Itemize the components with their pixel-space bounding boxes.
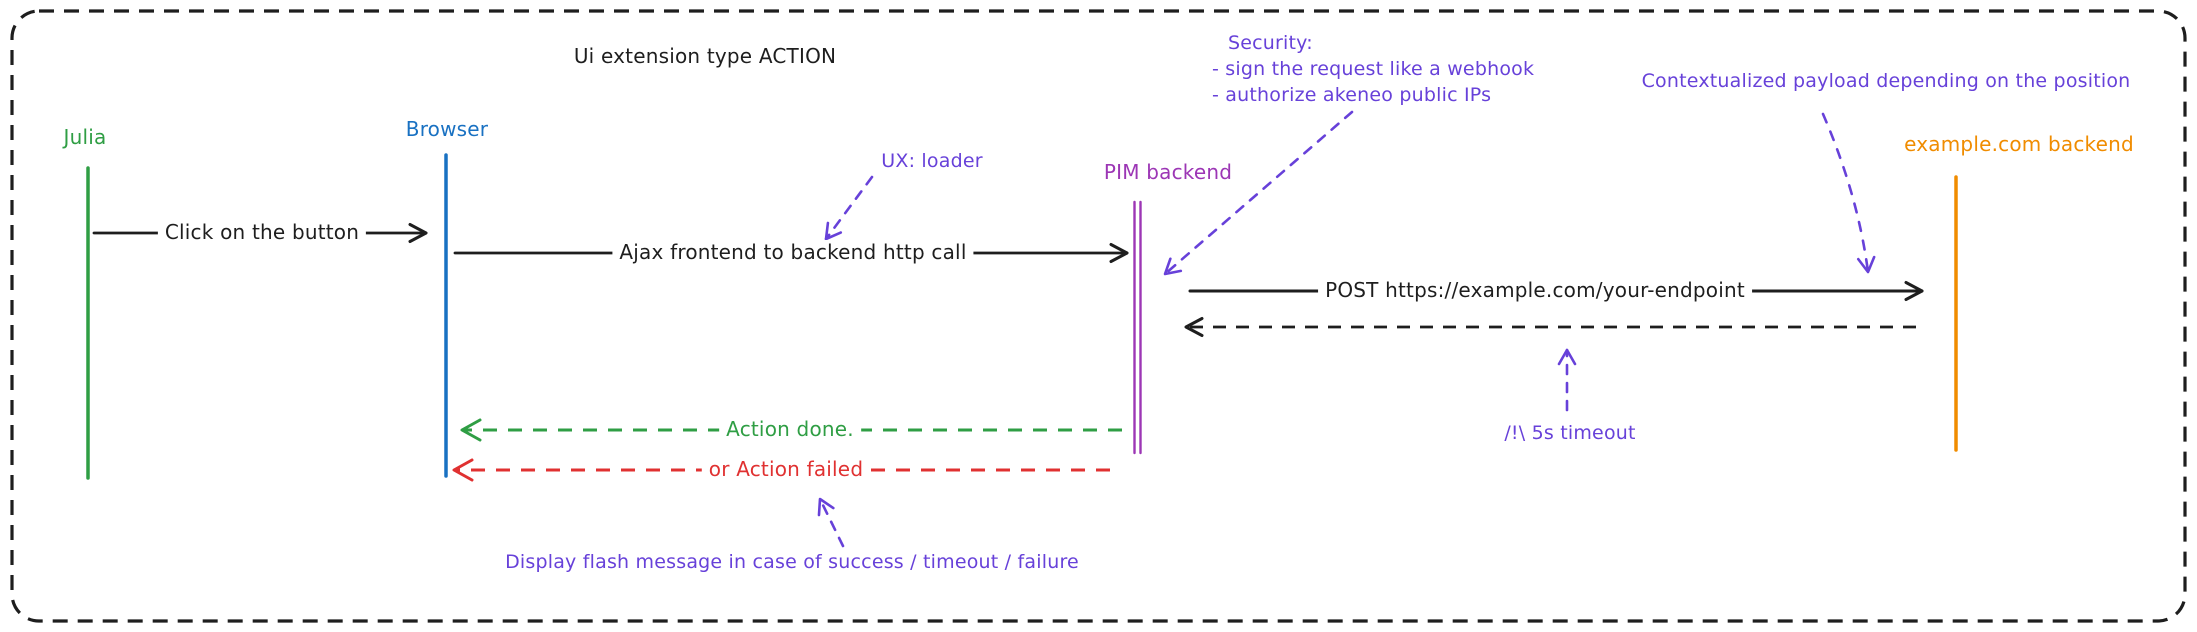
annotation-flash-message: Display flash message in case of success… — [505, 551, 1079, 573]
annotation-timeout: /!\ 5s timeout — [1504, 422, 1636, 444]
actor-label-example-backend: example.com backend — [1904, 132, 2134, 156]
actor-label-pim-backend: PIM backend — [1103, 160, 1233, 184]
message-label-post: POST https://example.com/your-endpoint — [1318, 278, 1752, 303]
contextualized-annotation-arrow — [1821, 112, 1876, 274]
annotation-security-line-2: - authorize akeneo public IPs — [1212, 84, 1492, 106]
message-label-click: Click on the button — [157, 220, 367, 245]
security-annotation-arrow — [1163, 110, 1354, 276]
ux-loader-annotation-arrow — [824, 175, 874, 241]
diagram-title: Ui extension type ACTION — [573, 44, 837, 68]
diagram-border — [10, 9, 2187, 623]
message-label-action-done: Action done. — [719, 417, 861, 442]
annotation-security: Security: - sign the request like a webh… — [1212, 30, 1534, 108]
annotation-contextualized-payload: Contextualized payload depending on the … — [1641, 70, 2131, 92]
message-label-ajax: Ajax frontend to backend http call — [612, 240, 974, 265]
flash-annotation-arrow — [817, 497, 845, 548]
annotation-security-line-1: - sign the request like a webhook — [1212, 58, 1535, 80]
annotation-security-title: Security: — [1228, 32, 1313, 54]
annotation-ux-loader: UX: loader — [881, 150, 983, 172]
actor-label-julia: Julia — [63, 125, 107, 149]
actor-label-browser: Browser — [405, 117, 489, 141]
pim-backend-lifeline — [1133, 200, 1142, 455]
message-label-action-failed: or Action failed — [701, 457, 871, 482]
